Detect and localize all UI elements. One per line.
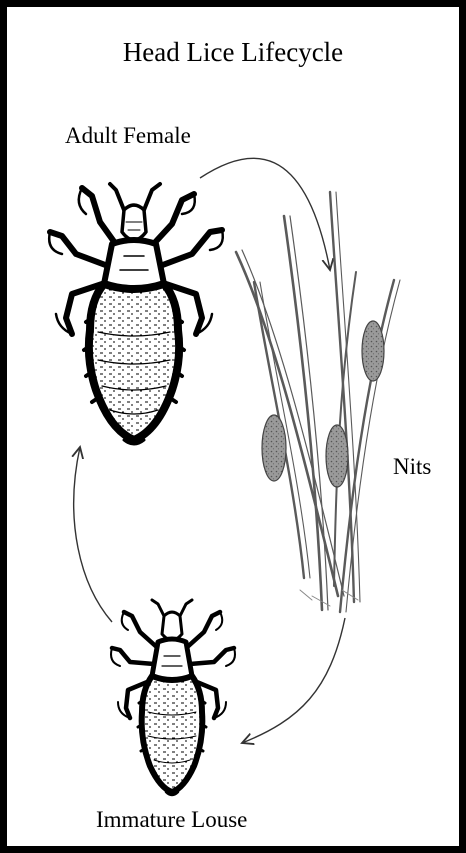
immature-louse-drawing <box>111 600 235 795</box>
nit-egg-3 <box>362 321 384 381</box>
nit-egg-1 <box>262 415 286 481</box>
nit-egg-2 <box>326 425 348 487</box>
arrow-immature-to-adult <box>74 447 112 622</box>
arrow-nits-to-immature <box>242 618 345 743</box>
hair-with-nits-drawing <box>236 192 400 612</box>
adult-louse-drawing <box>49 184 223 444</box>
arrow-adult-to-nits <box>200 158 330 270</box>
